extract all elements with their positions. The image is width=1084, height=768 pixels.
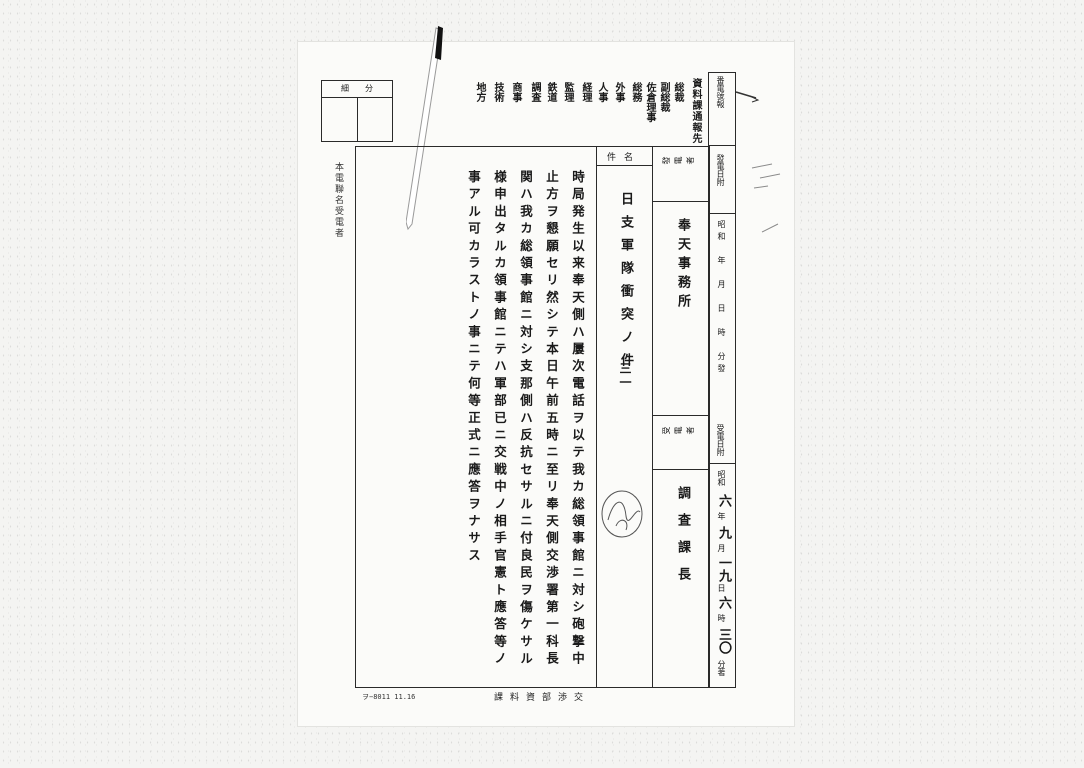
recipient-keiri: 経理: [580, 82, 591, 102]
telegram-form: 細 分 本電聯名受電者 資料課通報先 総裁 副総裁 佐倉理事 総務 外事 人事 …: [298, 26, 794, 726]
recv-year-unit: 年: [717, 512, 726, 520]
body-line: 止方ヲ懇願セリ然シテ本日午前五時ニ至リ奉天側交渉署第一科長: [544, 170, 559, 669]
recipient-chiho: 地方: [474, 82, 485, 102]
saibun-label: 細 分: [341, 84, 373, 93]
recipient-sakura: 佐倉理事: [644, 82, 655, 122]
recipient-kanri: 監理: [562, 82, 573, 102]
recv-date-label: 受電日附: [716, 424, 725, 456]
recv-year: 六: [716, 494, 731, 507]
recipient-shoji: 商事: [510, 82, 521, 102]
recipient-soosai: 総裁: [672, 82, 683, 102]
main-frame: [355, 146, 710, 688]
recv-date-era: 昭和: [717, 470, 726, 486]
recipient-somu: 総務: [630, 82, 641, 102]
department-footer: 課料資部渉交: [494, 693, 591, 703]
handwritten-seal: [601, 490, 643, 538]
recipient-gaiji: 外事: [613, 82, 624, 102]
recv-minute: 三〇: [716, 628, 731, 654]
recipients-header: 資料課通報先: [690, 78, 701, 144]
recv-day-unit: 日: [717, 584, 726, 592]
receiver-value: 調査課長: [675, 486, 690, 594]
recv-day: 一九: [716, 556, 731, 582]
recipient-chosa: 調査: [529, 82, 540, 102]
subject-title: 日支軍隊衝突ノ件: [618, 192, 633, 376]
recv-month: 九: [716, 526, 731, 539]
sender-value: 奉天事務所: [675, 218, 690, 313]
pen-graphic: [406, 26, 443, 231]
sent-date-label: 發電日附: [716, 154, 725, 186]
recipient-tetsudo: 鉄道: [545, 82, 556, 102]
recv-minute-unit: 分著: [717, 660, 726, 676]
recv-hour: 六: [716, 596, 731, 609]
body-line: 事アル可カラストノ事ニテ何等正式ニ應答ヲナサス: [466, 170, 481, 566]
recipient-fukusosai: 副総裁: [658, 82, 669, 112]
body-line: 関ハ我カ総領事館ニ対シ支那側ハ反抗セサルニ付良民ヲ傷ケサル: [518, 170, 533, 669]
recv-month-unit: 月: [717, 544, 726, 552]
subject-number: 三一: [618, 362, 632, 390]
subject-label: 件名: [606, 153, 641, 163]
margin-note: 本電聯名受電者: [333, 162, 343, 239]
recipients-list: 総裁 副総裁 佐倉理事 総務 外事 人事 経理 監理 鉄道 調査 商事 技術 地…: [470, 82, 684, 152]
body-line: 様申出タルカ領事館ニテハ軍部已ニ交戦中ノ相手官憲ト應答等ノ: [492, 170, 507, 669]
receiver-label: 受電者: [662, 426, 698, 435]
date-sidebar: [708, 72, 736, 688]
recv-date: 昭和 六 年 九 月 一九 日 六 時 三〇 分著: [712, 470, 732, 684]
margin-scribbles: [735, 91, 781, 233]
sender-label: 發電者: [662, 156, 698, 165]
body-line: 時局発生以来奉天側ハ屢次電話ヲ以テ我カ総領事館ニ対シ砲撃中: [570, 170, 585, 669]
form-number: ヲ−8011 11.16: [362, 693, 416, 701]
recv-hour-unit: 時: [717, 614, 726, 622]
saibun-box: 細 分: [321, 80, 393, 142]
recipient-jinji: 人事: [596, 82, 607, 102]
sent-date-value: 昭和 年 月 日 時 分發: [717, 220, 726, 376]
telegram-number-label: 番電號報: [716, 76, 725, 108]
recipient-gijutsu: 技術: [492, 82, 503, 102]
